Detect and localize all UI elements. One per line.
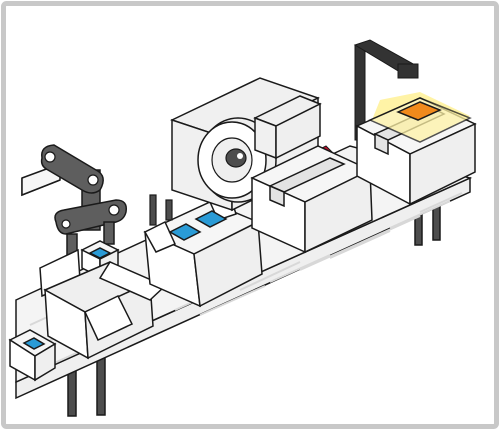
product-labels <box>168 210 228 241</box>
camera-head <box>397 63 419 79</box>
arm-lower-link <box>54 199 128 235</box>
sealed-box-center <box>250 145 373 254</box>
product-label-blue <box>22 337 46 350</box>
incoming-box <box>8 329 57 382</box>
inspected-box <box>355 97 477 206</box>
scan-overlay <box>368 97 472 143</box>
tape-sealing-machine <box>149 77 335 226</box>
scan-spot <box>396 101 442 121</box>
arm-upper-link <box>40 144 104 194</box>
open-box-filling <box>39 248 167 360</box>
